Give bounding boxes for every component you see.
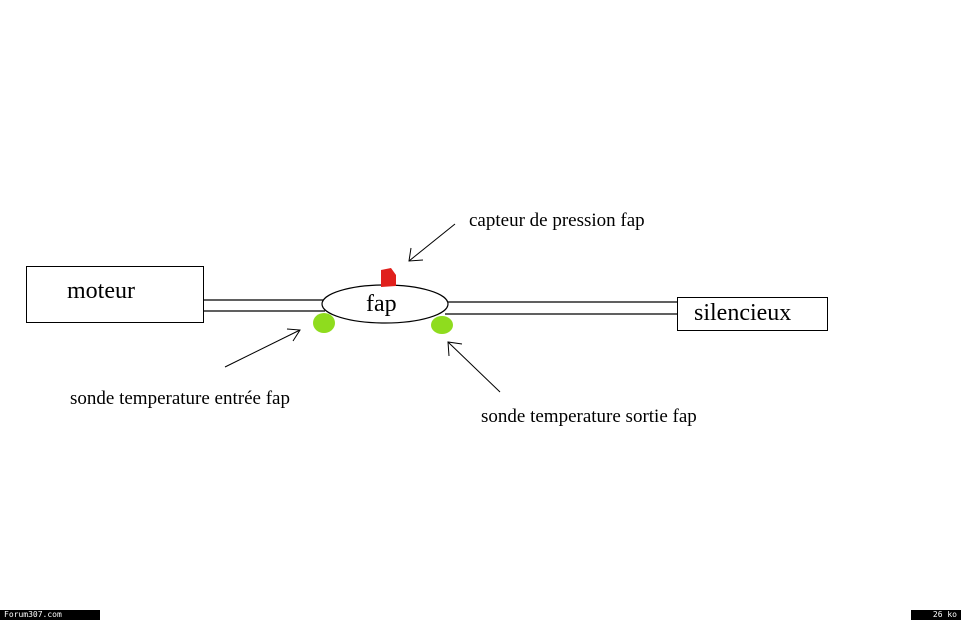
footer-size-label: 26 ko: [911, 610, 961, 620]
moteur-box: [26, 266, 204, 323]
temp-sensor-outlet-marker: [431, 316, 453, 334]
pressure-sensor-marker: [381, 268, 396, 287]
footer-site-label: Forum307.com: [0, 610, 100, 620]
pipe-fap-silencieux: [445, 301, 679, 315]
silencieux-box: [677, 297, 828, 331]
pressure-sensor-annotation: capteur de pression fap: [469, 210, 645, 231]
pipe-moteur-fap: [203, 299, 325, 312]
silencieux-label: silencieux: [694, 300, 792, 326]
fap-label: fap: [366, 291, 397, 317]
arrow-temp-inlet: [224, 328, 301, 368]
arrow-temp-outlet: [447, 341, 501, 393]
temp-sensor-inlet-marker: [313, 313, 335, 333]
arrow-pressure-sensor: [408, 223, 456, 262]
temp-outlet-annotation: sonde temperature sortie fap: [481, 406, 697, 427]
temp-inlet-annotation: sonde temperature entrée fap: [70, 388, 290, 409]
moteur-label: moteur: [67, 278, 135, 304]
